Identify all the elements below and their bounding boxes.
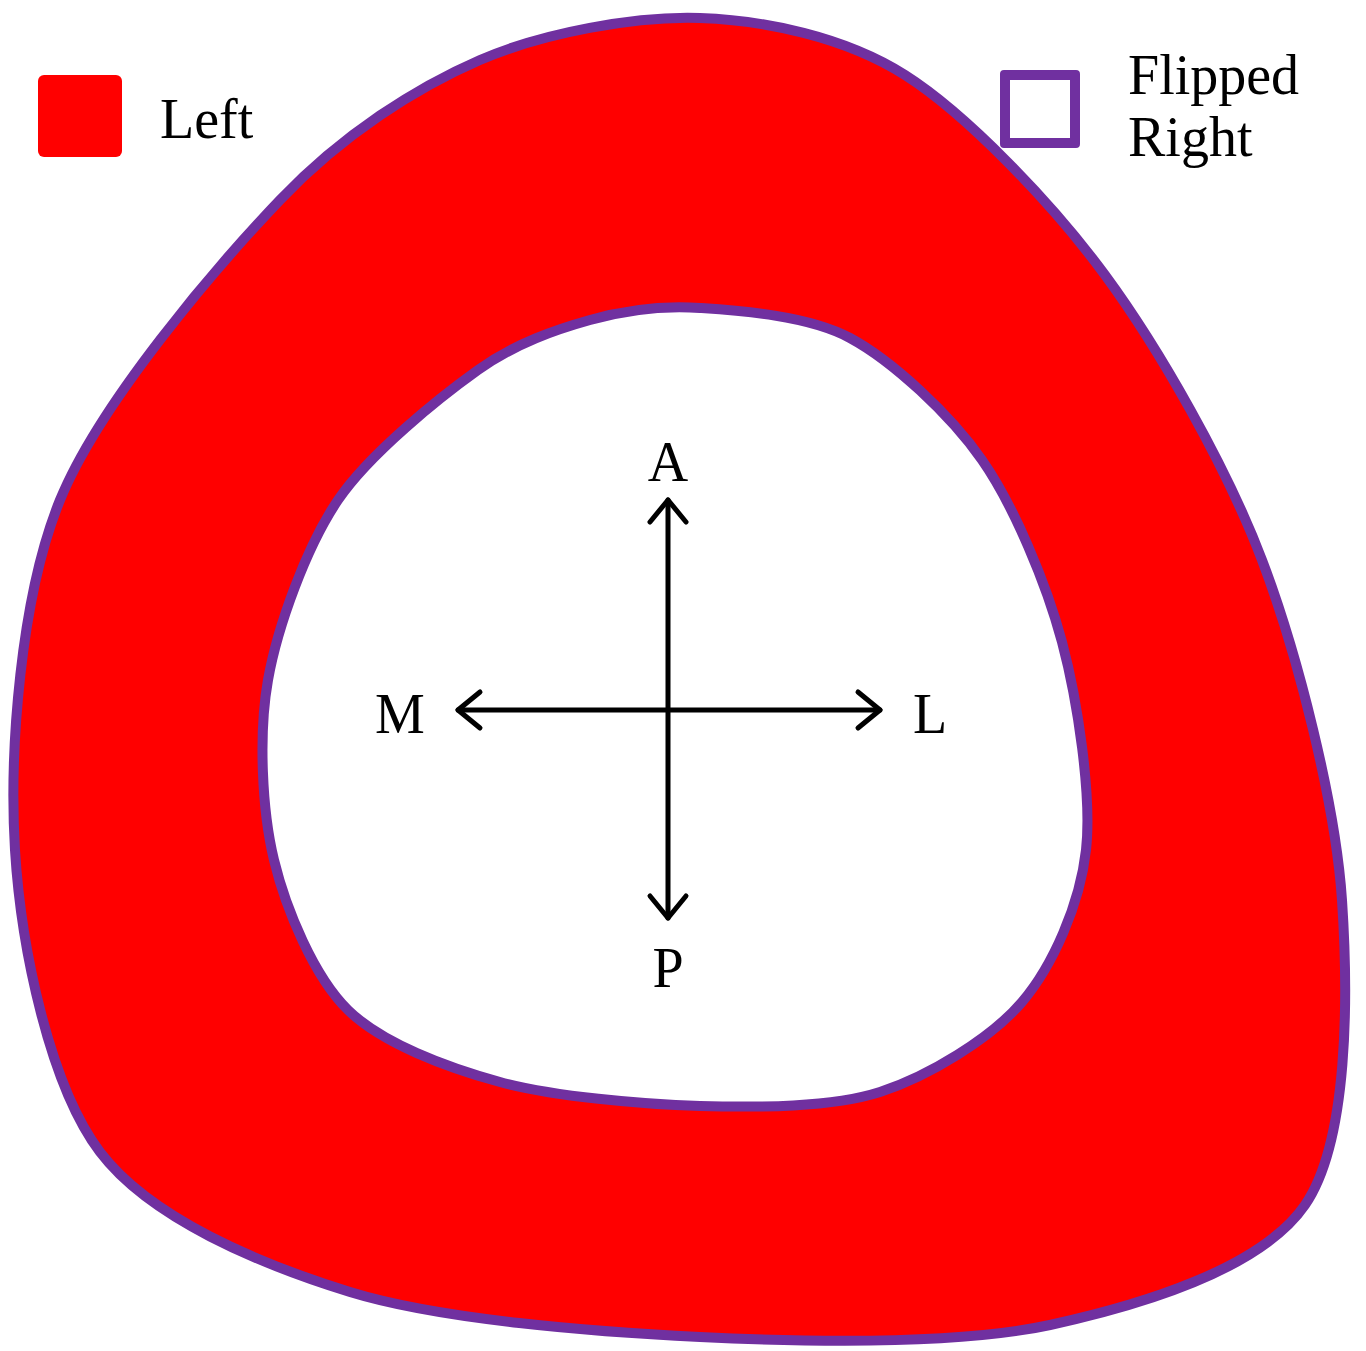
cortical-ring: [13, 18, 1345, 1341]
legend-text: Flipped Right: [1128, 44, 1343, 168]
compass-arrow: [458, 708, 880, 713]
compass-arrow: [650, 500, 686, 522]
legend-swatch: [38, 75, 122, 157]
direction-label: L: [913, 683, 947, 745]
compass-arrow: [458, 692, 480, 728]
legend-swatch: [1000, 70, 1080, 148]
compass-arrow: [650, 896, 686, 918]
legend-text: Left: [160, 88, 253, 150]
orientation-compass: [458, 500, 880, 918]
direction-label: M: [375, 683, 425, 745]
direction-label: A: [648, 431, 688, 493]
direction-label: P: [652, 937, 683, 999]
compass-arrow: [858, 692, 880, 728]
